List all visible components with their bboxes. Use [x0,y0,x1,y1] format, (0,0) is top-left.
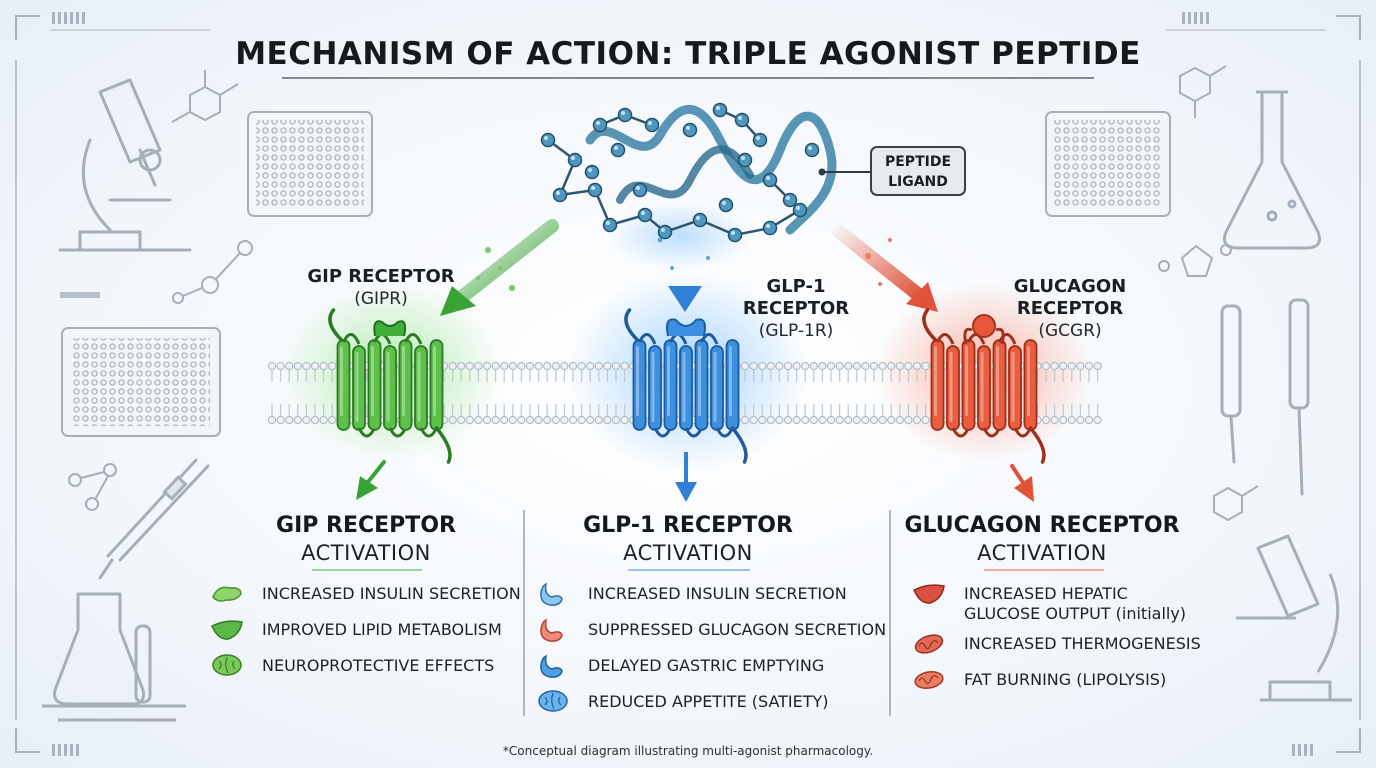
effect-label: IMPROVED LIPID METABOLISM [262,620,502,639]
glp1-effects-list: INCREASED INSULIN SECRETION SUPPRESSED G… [536,582,887,728]
ligand-sparkles [476,237,892,291]
mitochondria-icon [914,634,944,654]
peptide-ligand-label: PEPTIDE LIGAND [870,146,966,196]
list-item: REDUCED APPETITE (SATIETY) [536,690,886,728]
effect-label: INCREASED HEPATIC GLUCOSE OUTPUT (initia… [964,584,1187,623]
molecule-sketch-left-low [68,463,117,511]
effect-label: SUPPRESSED GLUCAGON SECRETION [588,620,887,639]
thermometer-sketch [98,458,210,580]
list-item: INCREASED INSULIN SECRETION [210,584,521,620]
glp1-ligand-pocket [666,318,706,337]
well-plate-sketch-top-left [247,111,373,217]
gcg-receptor-name-line1: GLUCAGON [1013,276,1127,297]
frame-tick-marks [52,12,1313,756]
effect-label: INCREASED INSULIN SECRETION [262,584,521,603]
molecule-sketch-right-low [1213,485,1259,522]
pipette-sketch [1220,298,1310,496]
ligand-label-line1: PEPTIDE [884,154,952,170]
gcg-receptor-name-line2: RECEPTOR [1016,298,1124,319]
effect-label: REDUCED APPETITE (SATIETY) [588,692,829,711]
liver-icon [211,620,243,640]
glp1-receptor-name-line1: GLP-1 [766,276,826,297]
brain-icon [538,690,568,712]
flask-sketch-left [42,592,186,722]
gip-receptor-label: GIP RECEPTOR (GIPR) [296,266,466,310]
effect-label: NEUROPROTECTIVE EFFECTS [262,656,495,675]
list-item: DELAYED GASTRIC EMPTYING [536,654,886,692]
glp1-heading: GLP-1 RECEPTOR [583,513,793,538]
glp1-activation-heading: GLP-1 RECEPTOR ACTIVATION [518,512,858,566]
gcg-receptor-label: GLUCAGON RECEPTOR (GCGR) [1000,276,1140,342]
page-title: MECHANISM OF ACTION: TRIPLE AGONIST PEPT… [235,36,1141,72]
microscope-sketch-right [1236,534,1352,702]
mitochondria-icon [914,671,944,689]
well-plate-sketch-top-right [1045,111,1171,217]
arrow-to-glp1 [668,215,702,312]
gip-receptor-abbr: (GIPR) [354,289,408,309]
molecule-sketch-left-mid [172,240,253,304]
effect-label: FAT BURNING (LIPOLYSIS) [964,670,1167,689]
list-item: SUPPRESSED GLUCAGON SECRETION [536,618,887,656]
glp1-receptor-label: GLP-1 RECEPTOR (GLP-1R) [736,276,856,342]
gip-receptor-name: GIP RECEPTOR [307,266,455,287]
decorative-frame [15,15,1361,753]
molecule-sketch-left-top [171,70,239,123]
list-item: INCREASED THERMOGENESIS [912,634,1212,670]
ligand-label-line2: LIGAND [888,174,948,190]
arrow-gip-down [356,460,386,500]
gcg-heading: GLUCAGON RECEPTOR [904,513,1180,538]
footnote: *Conceptual diagram illustrating multi-a… [502,744,874,758]
list-item: NEUROPROTECTIVE EFFECTS [210,654,521,692]
glp1-receptor-abbr: (GLP-1R) [758,321,834,341]
sketch-bar [60,292,100,298]
liver-icon [913,584,945,604]
gcg-subheading: ACTIVATION [977,541,1107,565]
list-item: INCREASED INSULIN SECRETION [536,582,886,620]
gip-subheading: ACTIVATION [301,541,431,565]
microscope-sketch-left [58,78,192,252]
arrow-to-gip [440,219,559,316]
list-item: INCREASED HEPATIC GLUCOSE OUTPUT (initia… [912,584,1212,634]
arrow-glp1-down [675,452,697,502]
molecule-sketch-right-mid [1158,244,1232,277]
gcg-receptor-helices [922,308,1046,464]
effect-label: INCREASED THERMOGENESIS [964,634,1201,653]
stomach-icon [540,582,563,606]
stomach-icon [540,654,563,678]
gcg-activation-heading: GLUCAGON RECEPTOR ACTIVATION [872,512,1212,566]
gip-activation-heading: GIP RECEPTOR ACTIVATION [196,512,536,566]
arrow-gcg-down [1010,464,1034,502]
well-plate-sketch-left [61,327,221,437]
glp1-receptor-name-line2: RECEPTOR [742,298,850,319]
arrow-to-gcg [825,219,938,312]
gcg-receptor-abbr: (GCGR) [1038,321,1102,341]
gip-receptor-helices [328,308,452,464]
gip-heading: GIP RECEPTOR [276,513,456,538]
list-item: IMPROVED LIPID METABOLISM [210,620,521,656]
gip-ligand-pocket [373,320,407,337]
brain-icon [212,654,242,676]
pancreas-icon [212,586,242,602]
list-item: FAT BURNING (LIPOLYSIS) [912,670,1212,706]
stomach-icon [540,618,563,642]
gcg-bound-ligand [972,314,996,338]
glp1-subheading: ACTIVATION [623,541,753,565]
molecule-sketch-right-top [1179,65,1227,118]
gcg-effects-list: INCREASED HEPATIC GLUCOSE OUTPUT (initia… [912,584,1212,706]
gip-effects-list: INCREASED INSULIN SECRETION IMPROVED LIP… [210,584,521,692]
flask-sketch-right [1223,90,1321,250]
glp1-receptor-helices [624,308,748,464]
effect-label: DELAYED GASTRIC EMPTYING [588,656,825,675]
effect-label: INCREASED INSULIN SECRETION [588,584,847,603]
peptide-beads [540,102,820,243]
